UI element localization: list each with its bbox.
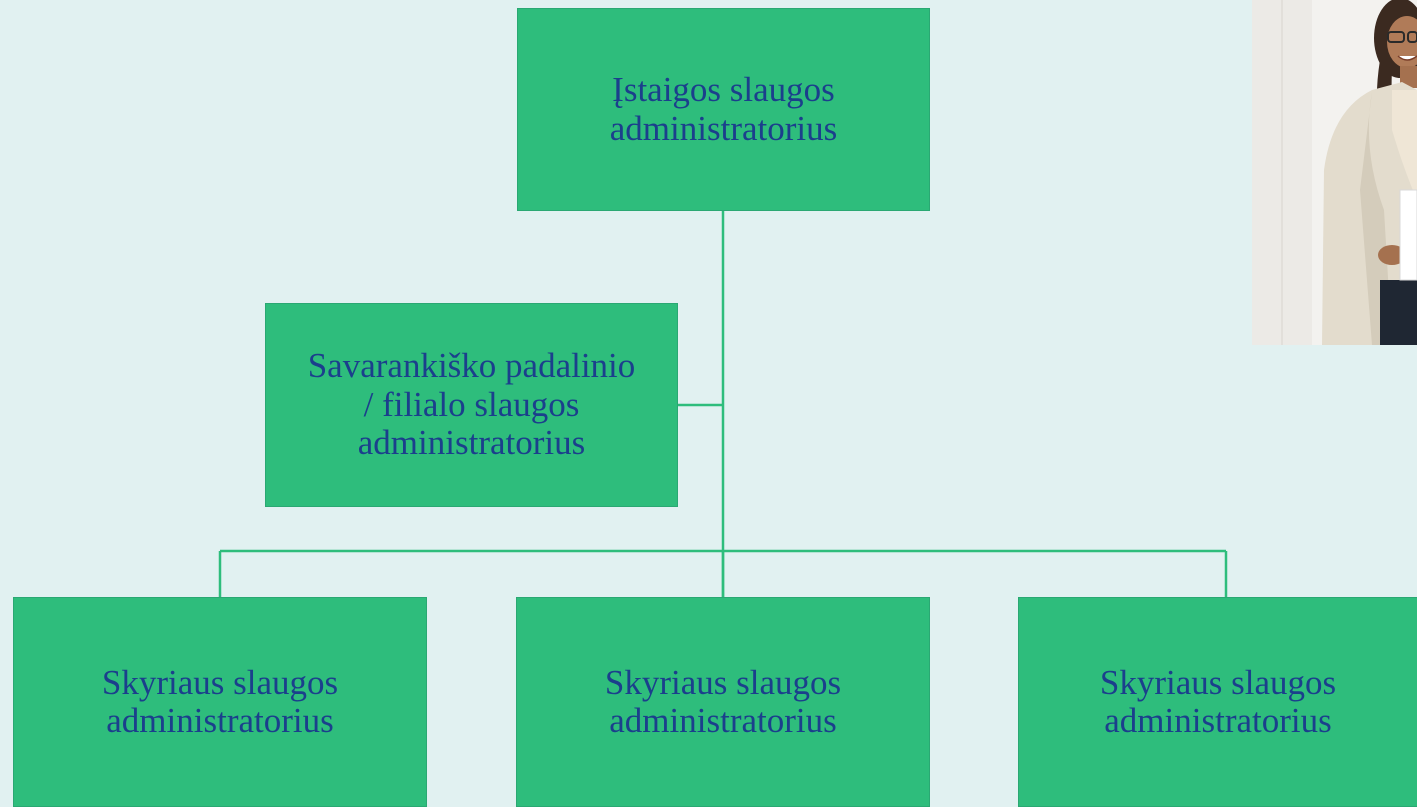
child-node-2-line-1: Skyriaus slaugos: [604, 662, 842, 702]
assistant-node-line-3: administratorius: [357, 423, 586, 463]
child-node-3-line-1: Skyriaus slaugos: [1099, 662, 1337, 702]
child-node-1: Skyriaus slaugos administratorius: [13, 597, 427, 807]
businesswoman-photo: [1252, 0, 1417, 345]
businesswoman-illustration: [1252, 0, 1417, 345]
root-node-line-2: administratorius: [609, 108, 838, 148]
child-node-1-line-2: administratorius: [106, 701, 334, 740]
assistant-node: Savarankiško padalinio / filialo slaugos…: [265, 303, 678, 507]
root-node: Įstaigos slaugos administratorius: [517, 8, 930, 211]
child-node-3-line-2: administratorius: [1104, 701, 1332, 740]
child-node-3: Skyriaus slaugos administratorius: [1018, 597, 1417, 807]
child-node-2-line-2: administratorius: [609, 701, 837, 740]
root-node-line-1: Įstaigos slaugos: [612, 70, 835, 109]
assistant-node-line-2: / filialo slaugos: [363, 384, 580, 424]
child-node-2: Skyriaus slaugos administratorius: [516, 597, 930, 807]
child-node-1-line-1: Skyriaus slaugos: [101, 662, 339, 702]
assistant-node-line-1: Savarankiško padalinio: [307, 346, 636, 386]
